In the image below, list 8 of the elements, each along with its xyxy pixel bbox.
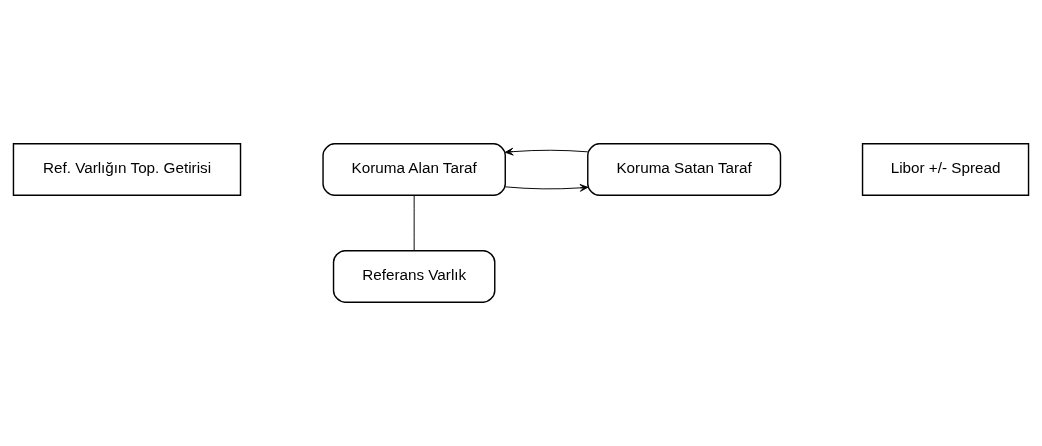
node-box: Koruma Satan Taraf bbox=[587, 143, 782, 197]
connector bbox=[413, 194, 415, 251]
arrow bbox=[504, 183, 589, 192]
node-box: Koruma Alan Taraf bbox=[322, 143, 506, 197]
arrow bbox=[504, 147, 589, 156]
node-box: Ref. Varlığın Top. Getirisi bbox=[12, 143, 242, 197]
node-box: Referans Varlık bbox=[332, 249, 496, 303]
node-box: Libor +/- Spread bbox=[861, 143, 1030, 197]
